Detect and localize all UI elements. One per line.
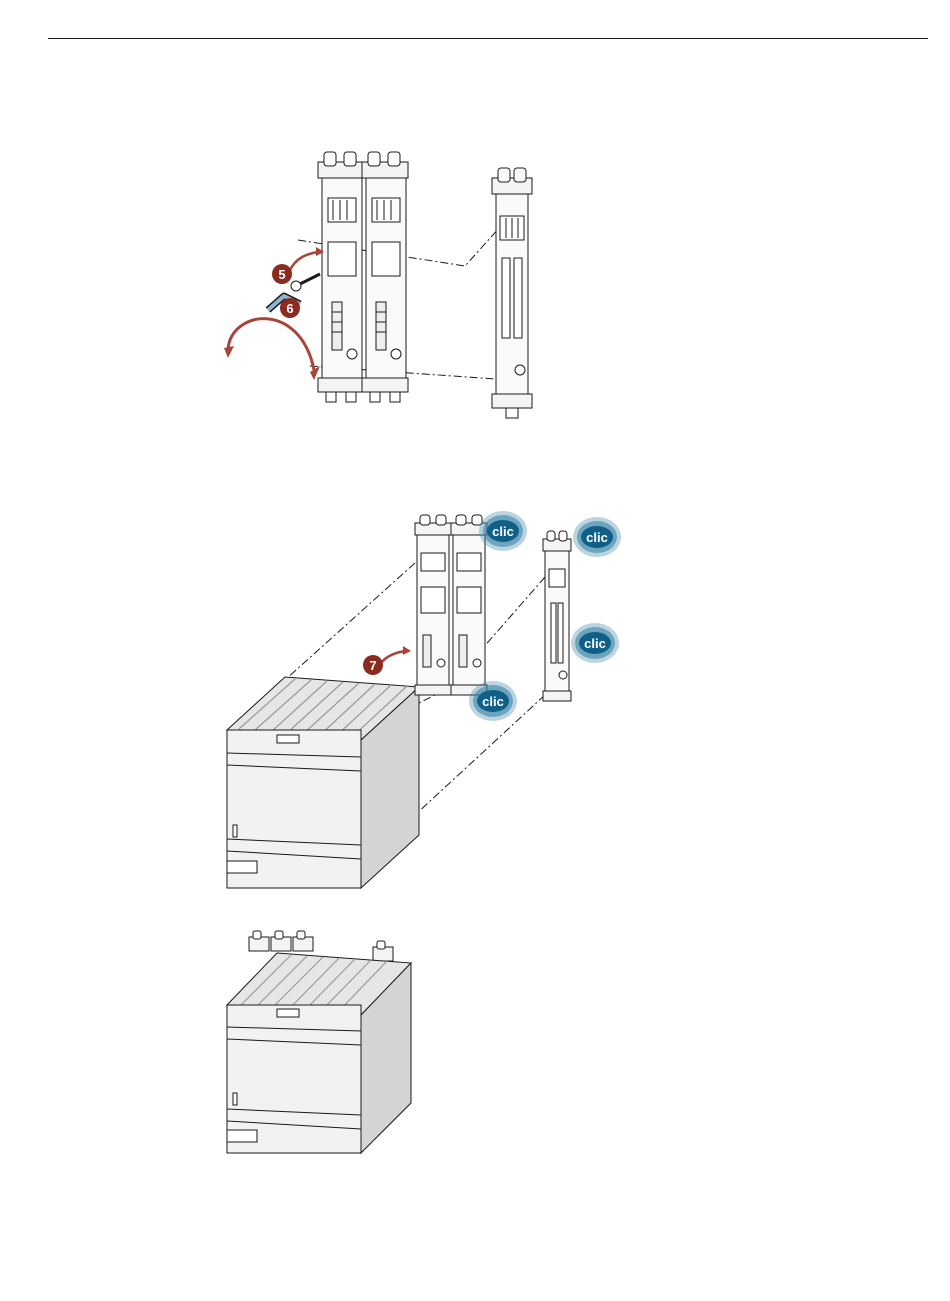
base-module-single xyxy=(492,168,532,418)
base-module-single xyxy=(543,531,571,701)
device-housing xyxy=(227,677,419,888)
svg-text:6: 6 xyxy=(286,301,293,316)
figure-assembled-device xyxy=(215,925,425,1155)
clic-bubble-top-right: clic xyxy=(573,517,621,557)
header-rule xyxy=(48,38,928,39)
screw-icon xyxy=(291,274,320,291)
clic-bubble-top-left: clic xyxy=(479,511,527,551)
rotation-arrow-icon xyxy=(228,319,314,370)
svg-text:clic: clic xyxy=(492,524,514,539)
clic-bubble-mid-right: clic xyxy=(571,623,619,663)
svg-text:5: 5 xyxy=(278,267,285,282)
step-badge-7: 7 xyxy=(363,655,383,675)
push-arrow-icon xyxy=(290,252,318,270)
figure-base-modules-screw: 5 6 xyxy=(210,140,570,420)
svg-text:7: 7 xyxy=(369,658,376,673)
figure-mount-onto-device: 7 clic clic clic clic xyxy=(215,505,635,890)
svg-text:clic: clic xyxy=(586,530,608,545)
device-housing-assembled xyxy=(227,931,411,1153)
clic-bubble-bottom: clic xyxy=(469,681,517,721)
step-badge-6: 6 xyxy=(280,298,300,318)
svg-text:clic: clic xyxy=(482,694,504,709)
svg-text:clic: clic xyxy=(584,636,606,651)
step-badge-5: 5 xyxy=(272,264,292,284)
base-module-double xyxy=(318,152,408,402)
base-module-double xyxy=(415,515,487,695)
